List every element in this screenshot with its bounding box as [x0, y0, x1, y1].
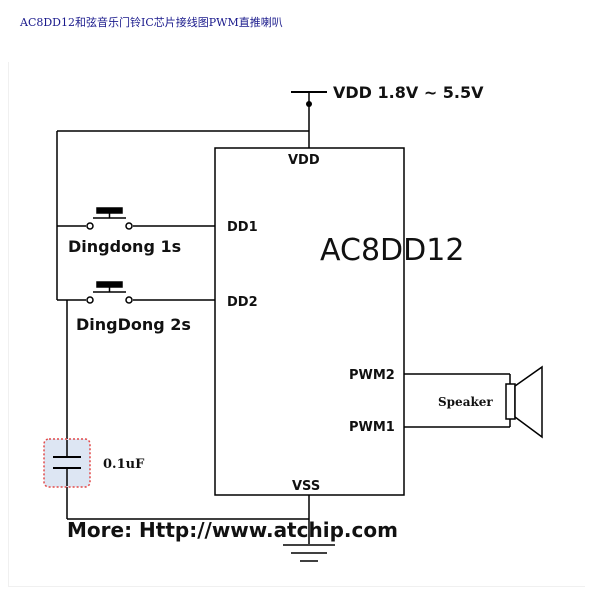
- pin-dd2: DD2: [227, 295, 258, 310]
- pin-pwm2: PWM2: [349, 368, 395, 383]
- pin-pwm1: PWM1: [349, 420, 395, 435]
- speaker-label: Speaker: [438, 395, 493, 409]
- pin-vdd: VDD: [288, 153, 320, 168]
- ground-icon: [283, 544, 335, 562]
- pin-vss: VSS: [292, 479, 320, 494]
- diagram-panel: [8, 62, 585, 587]
- pin-dd1: DD1: [227, 220, 258, 235]
- switch-2-label: DingDong 2s: [76, 315, 191, 334]
- capacitor-highlight: [43, 438, 91, 488]
- vdd-junction-dot: [306, 101, 312, 107]
- speaker-icon: [505, 365, 543, 439]
- chip-body: [214, 147, 405, 496]
- chip-name: AC8DD12: [320, 233, 464, 268]
- supply-label: VDD 1.8V ~ 5.5V: [333, 83, 484, 102]
- push-switch-1-icon: [86, 207, 133, 230]
- switch-1-label: Dingdong 1s: [68, 237, 181, 256]
- footer-link-text: More: Http://www.atchip.com: [67, 518, 398, 542]
- diagram-caption: AC8DD12和弦音乐门铃IC芯片接线图PWM直推喇叭: [20, 16, 283, 29]
- capacitor-label: 0.1uF: [103, 457, 145, 472]
- push-switch-2-icon: [86, 281, 133, 304]
